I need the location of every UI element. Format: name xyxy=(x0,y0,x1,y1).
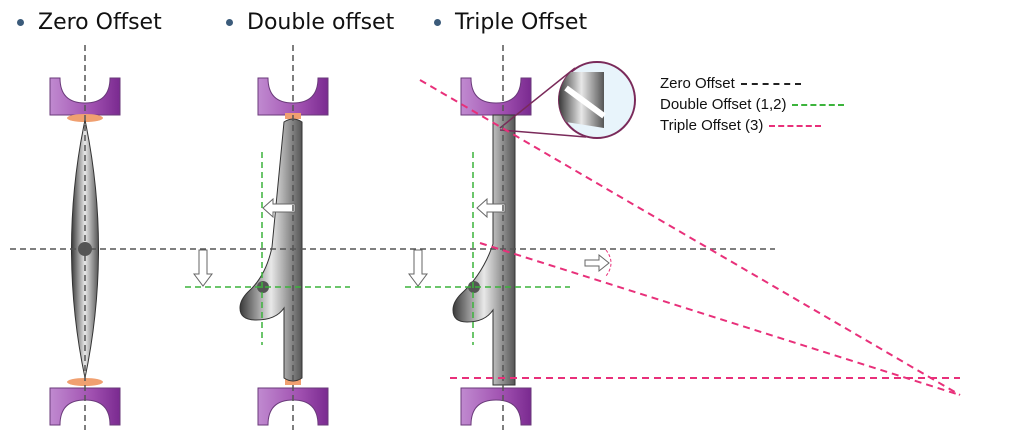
legend-item-zero: Zero Offset xyxy=(660,73,844,94)
arrow-right-icon xyxy=(584,253,610,273)
title-text: Zero Offset xyxy=(38,10,162,35)
bullet-icon xyxy=(17,19,24,26)
title-zero-offset: Zero Offset xyxy=(17,10,162,35)
title-triple-offset: Triple Offset xyxy=(434,10,587,35)
legend-swatch xyxy=(769,125,822,128)
legend-label: Triple Offset (3) xyxy=(660,117,764,134)
double-offset-lines xyxy=(185,152,570,345)
legend-item-double: Double Offset (1,2) xyxy=(660,94,845,115)
legend: Zero Offset Double Offset (1,2) Triple O… xyxy=(660,73,845,136)
title-double-offset: Double offset xyxy=(226,10,394,35)
arrow-left-icon xyxy=(262,197,296,219)
triple-offset-lines xyxy=(419,79,961,396)
triple-offset-valve xyxy=(408,61,636,426)
arrow-down-icon xyxy=(408,249,428,287)
arrow-down-icon xyxy=(193,249,213,287)
magnifier-detail xyxy=(499,61,636,139)
legend-swatch xyxy=(792,104,845,107)
legend-label: Double Offset (1,2) xyxy=(660,96,787,113)
legend-swatch xyxy=(740,83,801,86)
arrow-left-icon xyxy=(476,197,506,219)
title-text: Triple Offset xyxy=(455,10,588,35)
bullet-icon xyxy=(226,19,233,26)
double-offset-valve xyxy=(193,77,329,426)
title-text: Double offset xyxy=(247,10,395,35)
zero-offset-lines xyxy=(10,45,775,430)
legend-label: Zero Offset xyxy=(660,75,735,92)
legend-item-triple: Triple Offset (3) xyxy=(660,115,844,136)
bullet-icon xyxy=(434,19,441,26)
